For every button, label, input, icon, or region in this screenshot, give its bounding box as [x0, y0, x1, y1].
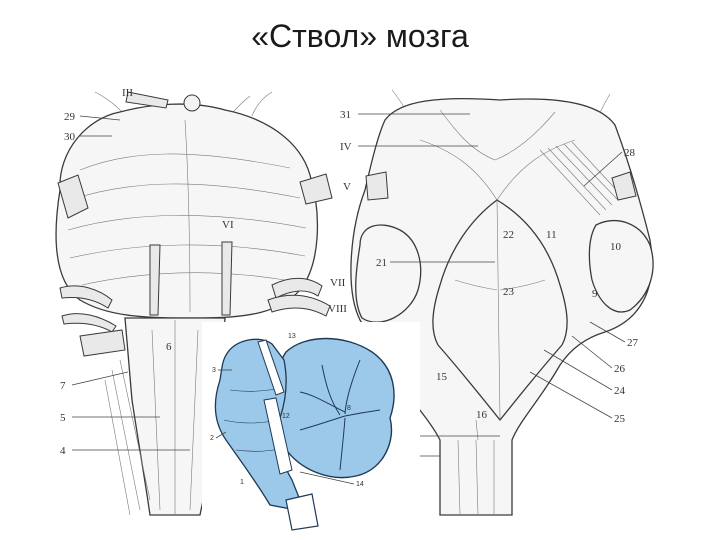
inset-label-8: 8 [347, 405, 351, 412]
inset-sagittal-diagram: 13 3 8 12 2 1 14 [202, 322, 420, 534]
label-16: 16 [476, 409, 488, 421]
label-5: 5 [60, 412, 66, 424]
label-29: 29 [64, 111, 76, 123]
label-30: 30 [64, 131, 76, 143]
label-V: V [343, 181, 351, 193]
inset-label-14: 14 [356, 481, 364, 488]
slide-title: «Ствол» мозга [251, 18, 469, 54]
label-VIII: VIII [328, 303, 347, 315]
label-VI: VI [222, 219, 234, 231]
label-24: 24 [614, 385, 626, 397]
label-23: 23 [503, 286, 515, 298]
label-26: 26 [614, 363, 626, 375]
label-IV: IV [340, 141, 352, 153]
label-15: 15 [436, 371, 448, 383]
label-31: 31 [340, 109, 351, 121]
label-10: 10 [610, 241, 622, 253]
label-28: 28 [624, 147, 636, 159]
label-III: III [122, 87, 133, 99]
label-9: 9 [592, 288, 598, 300]
dorsal-view-illustration [350, 89, 654, 516]
label-VII: VII [330, 277, 346, 289]
ventral-view-labels: III 29 30 V VI VII VIII 6 7 5 4 [60, 87, 351, 457]
label-22: 22 [503, 229, 514, 241]
label-25: 25 [614, 413, 626, 425]
label-6: 6 [166, 341, 172, 353]
inset-label-1: 1 [240, 479, 244, 486]
label-27: 27 [627, 337, 639, 349]
inset-label-13: 13 [288, 333, 296, 340]
ventral-view-illustration [55, 91, 333, 516]
label-11: 11 [546, 229, 557, 241]
label-7: 7 [60, 380, 66, 392]
inset-label-2: 2 [210, 435, 214, 442]
label-4: 4 [60, 445, 66, 457]
inset-label-12: 12 [282, 413, 290, 420]
label-21: 21 [376, 257, 387, 269]
inset-label-3: 3 [212, 367, 216, 374]
